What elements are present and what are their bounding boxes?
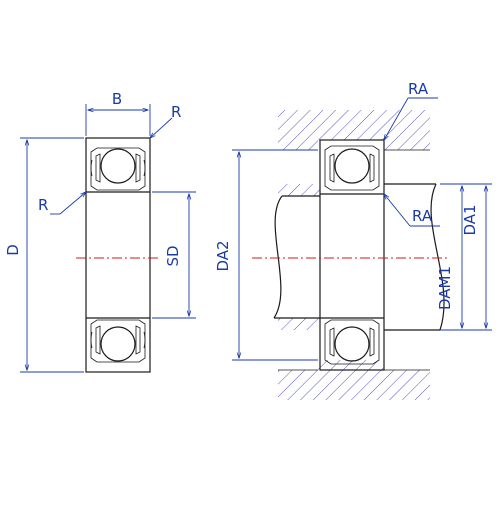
housing-hatch-top bbox=[278, 110, 430, 150]
housing-fillet-leader bbox=[384, 97, 409, 140]
bore-label: SD bbox=[164, 245, 182, 266]
chamfer-label-left: R bbox=[38, 196, 48, 214]
outer-diameter-label: D bbox=[4, 244, 22, 256]
shaft-fillet-leader bbox=[384, 194, 411, 227]
shaft-break-left bbox=[273, 195, 283, 319]
ball-bottom bbox=[100, 326, 136, 362]
ball-top bbox=[100, 148, 136, 184]
shaft-shoulder-hatch-bottom bbox=[278, 318, 320, 330]
mounted-ball-assembly-bottom bbox=[324, 319, 380, 365]
mounted-bearing-outline bbox=[319, 139, 385, 371]
mounted-ball-top bbox=[334, 148, 370, 184]
chamfer-leader-top bbox=[150, 117, 173, 138]
mounting-view: RA RA DA2 DA1 DAM1 bbox=[214, 80, 492, 400]
chamfer-label-top: R bbox=[171, 103, 181, 121]
mounted-ball-bottom bbox=[334, 326, 370, 362]
shaft-diameter-label: DAM1 bbox=[436, 266, 454, 310]
housing-hatch-bottom bbox=[278, 360, 430, 400]
ball-assembly-bottom bbox=[90, 319, 146, 363]
ball-assembly-top bbox=[90, 147, 146, 191]
shaft-fillet-label: RA bbox=[412, 207, 433, 225]
shaft-break-right bbox=[430, 183, 445, 331]
shaft-shoulder-hatch-top bbox=[278, 184, 320, 196]
chamfer-leader-left bbox=[59, 192, 86, 215]
width-label: B bbox=[112, 90, 122, 108]
bearing-outline bbox=[85, 137, 151, 373]
housing-fillet-label: RA bbox=[408, 80, 429, 98]
housing-abutment-label: DA2 bbox=[214, 240, 232, 271]
mounted-ball-assembly-top bbox=[324, 145, 380, 191]
shaft-shoulder-label: DA1 bbox=[461, 204, 479, 235]
bearing-section-view: B R R D SD bbox=[4, 90, 196, 373]
